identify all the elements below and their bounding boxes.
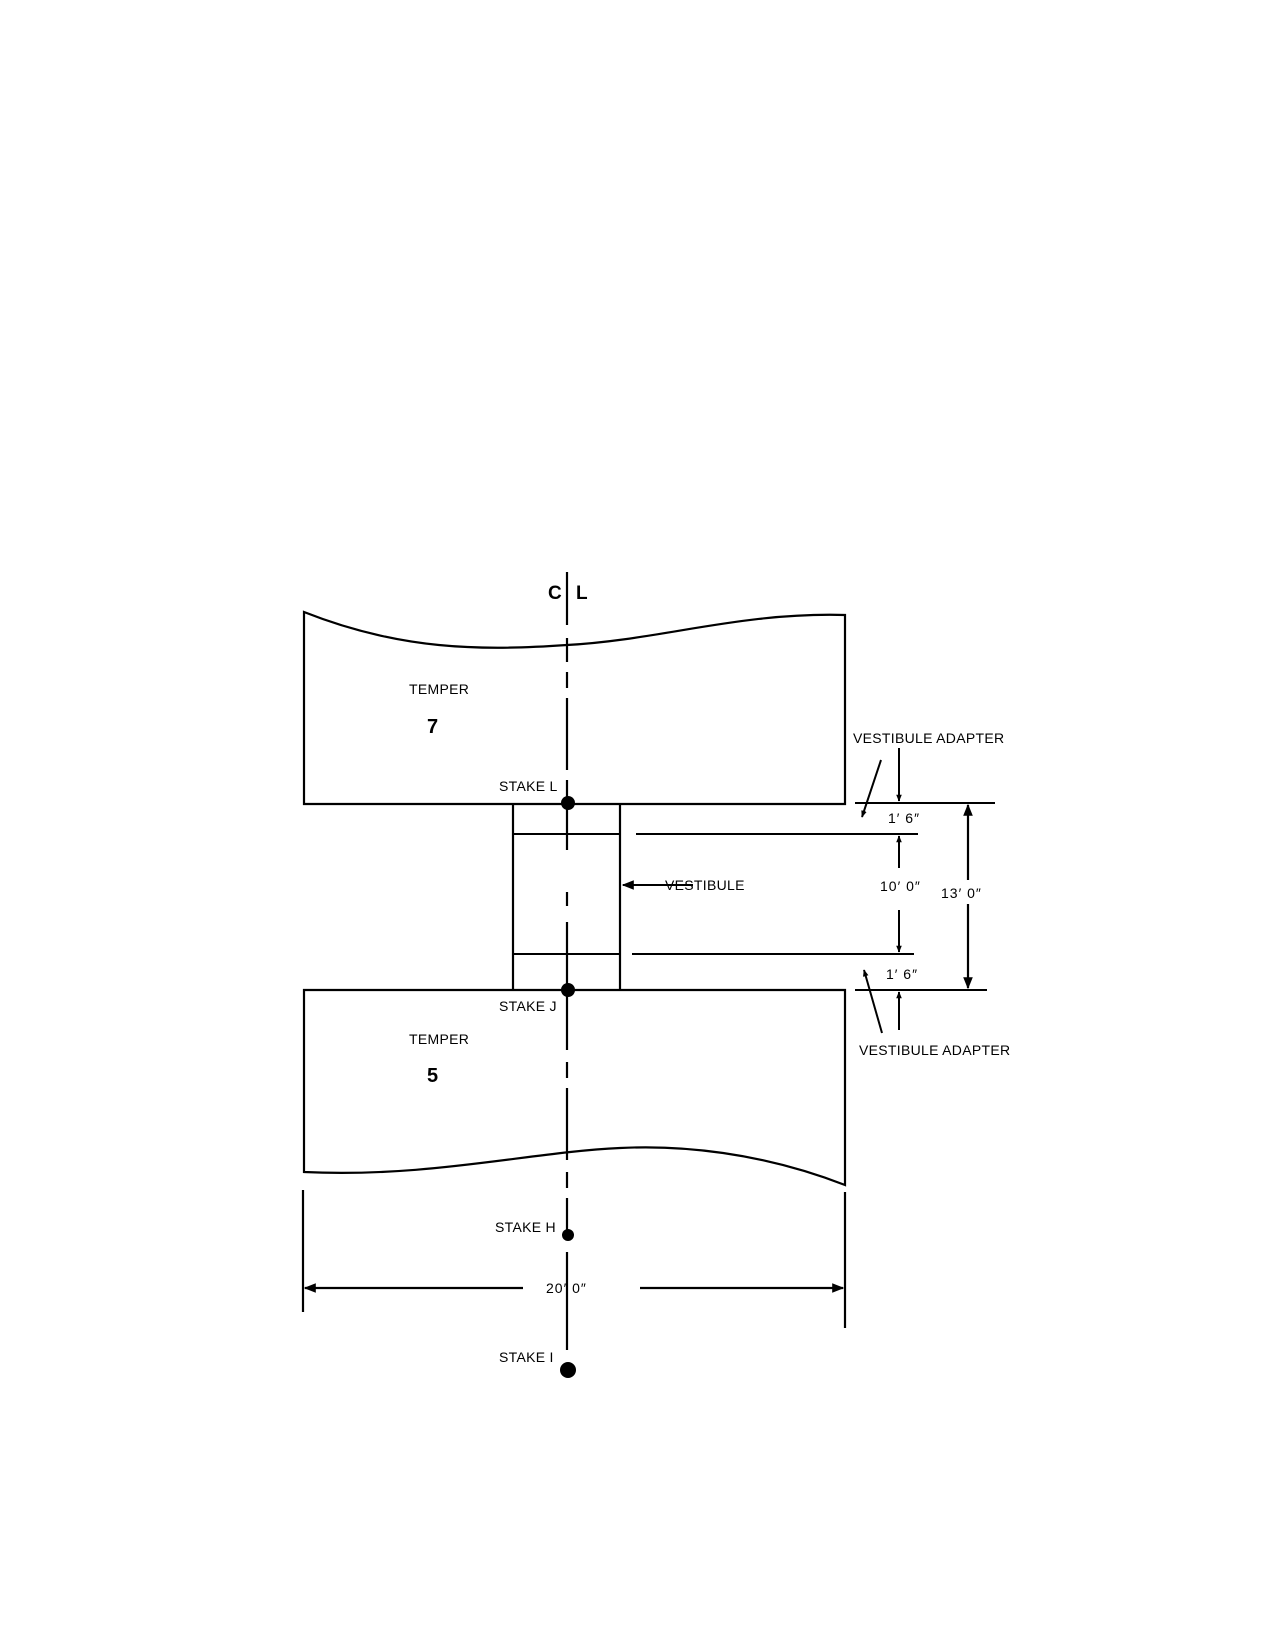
vestibule-box bbox=[511, 804, 622, 990]
dim-width-extension-lines bbox=[301, 1190, 847, 1328]
stake-j-marker bbox=[561, 983, 575, 997]
dim-total: 13′ 0″ bbox=[941, 885, 982, 901]
dim-width: 20′ 0″ bbox=[546, 1280, 587, 1296]
temper-5-label: TEMPER bbox=[409, 1031, 469, 1047]
vestibule-label: VESTIBULE bbox=[665, 877, 745, 893]
stake-h-label: STAKE H bbox=[495, 1219, 556, 1235]
dim-total-gap bbox=[936, 880, 1000, 904]
dim-vestibule: 10′ 0″ bbox=[880, 878, 921, 894]
temper-7-label: TEMPER bbox=[409, 681, 469, 697]
centerline-l-label: L bbox=[576, 583, 588, 604]
temper-7-outline bbox=[302, 610, 847, 806]
temper-5-number: 5 bbox=[427, 1065, 438, 1087]
stake-l-label: STAKE L bbox=[499, 778, 558, 794]
stake-j-label: STAKE J bbox=[499, 998, 557, 1014]
stake-l-marker bbox=[561, 796, 575, 810]
vestibule-adapter-bottom-label: VESTIBULE ADAPTER bbox=[859, 1042, 1010, 1058]
adapter-top-leader-arrow bbox=[861, 759, 882, 818]
stake-h-marker bbox=[562, 1229, 574, 1241]
centerline-c-label: C bbox=[548, 583, 562, 604]
stake-i-label: STAKE I bbox=[499, 1349, 554, 1365]
dim-adapter-top: 1′ 6″ bbox=[888, 810, 920, 826]
vestibule-adapter-top-label: VESTIBULE ADAPTER bbox=[853, 730, 1004, 746]
dim-adapter-bottom: 1′ 6″ bbox=[886, 966, 918, 982]
stake-i-marker bbox=[560, 1362, 576, 1378]
adapter-bottom-leader-arrow bbox=[863, 969, 883, 1034]
dimension-extension-lines bbox=[632, 802, 995, 991]
temper-7-number: 7 bbox=[427, 716, 438, 738]
temper-5-outline bbox=[302, 988, 847, 1187]
